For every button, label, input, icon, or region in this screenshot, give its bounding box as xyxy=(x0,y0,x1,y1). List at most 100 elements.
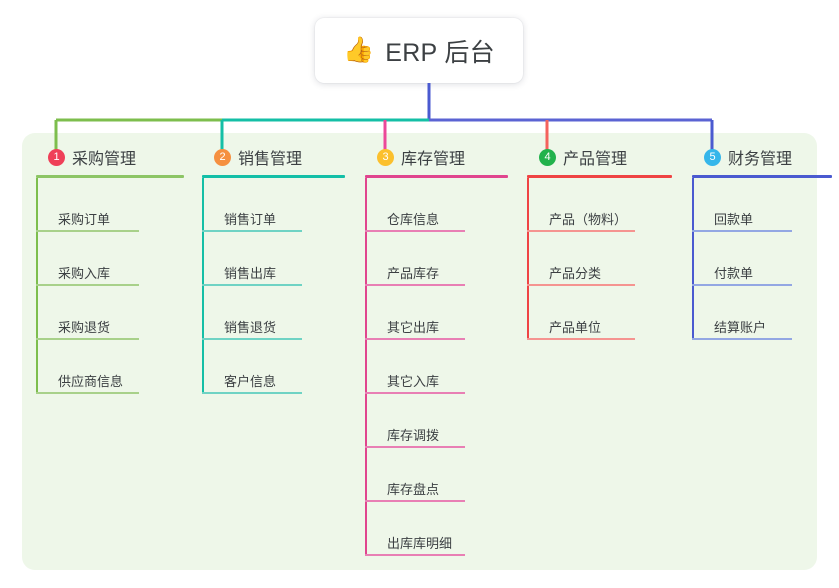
leaf-node-label: 产品库存 xyxy=(387,266,440,281)
branch-underline-5 xyxy=(692,175,832,178)
leaf-node-label: 销售出库 xyxy=(224,266,277,281)
leaf-node[interactable]: 产品库存 xyxy=(365,232,508,286)
leaf-node-label: 结算账户 xyxy=(714,320,767,335)
leaf-node-underline xyxy=(36,338,139,340)
branch-title-2: 销售管理 xyxy=(238,151,303,168)
leaf-node-label: 采购退货 xyxy=(58,320,111,335)
leaf-node-underline xyxy=(365,500,465,502)
branch-header-4[interactable]: 4 产品管理 xyxy=(527,146,672,168)
branch-badge-2: 2 xyxy=(214,148,231,166)
branch-spine-3 xyxy=(365,178,367,556)
leaf-node-label: 付款单 xyxy=(714,266,754,281)
leaf-node-underline xyxy=(527,338,635,340)
leaf-node-underline xyxy=(202,284,302,286)
leaf-node-underline xyxy=(692,230,792,232)
leaf-node-label: 销售订单 xyxy=(224,212,277,227)
branch-title-5: 财务管理 xyxy=(728,151,793,168)
leaf-node-label: 仓库信息 xyxy=(387,212,440,227)
branch-leaf-list-5: 回款单付款单结算账户 xyxy=(692,178,832,340)
branch-badge-3: 3 xyxy=(377,148,394,166)
leaf-node-label: 销售退货 xyxy=(224,320,277,335)
leaf-node-underline xyxy=(365,230,465,232)
branch-underline-1 xyxy=(36,175,184,178)
leaf-node-label: 其它入库 xyxy=(387,374,440,389)
leaf-node-underline xyxy=(202,392,302,394)
leaf-node-label: 回款单 xyxy=(714,212,754,227)
leaf-node[interactable]: 采购退货 xyxy=(36,286,184,340)
leaf-node-label: 产品分类 xyxy=(549,266,602,281)
branch-title-4: 产品管理 xyxy=(563,151,628,168)
branch-spine-4 xyxy=(527,178,529,340)
leaf-node-label: 采购订单 xyxy=(58,212,111,227)
branch-badge-1: 1 xyxy=(48,148,65,166)
leaf-node-label: 其它出库 xyxy=(387,320,440,335)
branch-spine-5 xyxy=(692,178,694,340)
leaf-node-underline xyxy=(365,392,465,394)
leaf-node-underline xyxy=(365,338,465,340)
leaf-node-label: 产品单位 xyxy=(549,320,602,335)
leaf-node[interactable]: 出库库明细 xyxy=(365,502,508,556)
branch-header-5[interactable]: 5 财务管理 xyxy=(692,146,832,168)
leaf-node[interactable]: 客户信息 xyxy=(202,340,345,394)
leaf-node[interactable]: 库存调拨 xyxy=(365,394,508,448)
leaf-node[interactable]: 采购订单 xyxy=(36,178,184,232)
leaf-node-underline xyxy=(202,338,302,340)
leaf-node-label: 采购入库 xyxy=(58,266,111,281)
leaf-node-underline xyxy=(365,554,465,556)
branch-header-1[interactable]: 1 采购管理 xyxy=(36,146,184,168)
branch-header-2[interactable]: 2 销售管理 xyxy=(202,146,345,168)
leaf-node-label: 库存调拨 xyxy=(387,428,440,443)
branch-column-1: 1 采购管理采购订单采购入库采购退货供应商信息 xyxy=(36,146,184,394)
branch-leaf-list-2: 销售订单销售出库销售退货客户信息 xyxy=(202,178,345,394)
branch-header-3[interactable]: 3 库存管理 xyxy=(365,146,508,168)
leaf-node-label: 库存盘点 xyxy=(387,482,440,497)
branch-underline-4 xyxy=(527,175,672,178)
branch-title-3: 库存管理 xyxy=(401,151,466,168)
thumbs-up-icon: 👍 xyxy=(343,36,375,64)
leaf-node-underline xyxy=(36,284,139,286)
leaf-node[interactable]: 采购入库 xyxy=(36,232,184,286)
root-node-card[interactable]: 👍 ERP 后台 xyxy=(315,18,523,83)
leaf-node[interactable]: 付款单 xyxy=(692,232,832,286)
leaf-node[interactable]: 库存盘点 xyxy=(365,448,508,502)
leaf-node-underline xyxy=(202,230,302,232)
branches-panel xyxy=(22,133,817,570)
branch-column-2: 2 销售管理销售订单销售出库销售退货客户信息 xyxy=(202,146,345,394)
branch-spine-1 xyxy=(36,178,38,394)
branch-column-5: 5 财务管理回款单付款单结算账户 xyxy=(692,146,832,340)
leaf-node[interactable]: 产品（物料） xyxy=(527,178,672,232)
branch-title-1: 采购管理 xyxy=(72,151,137,168)
leaf-node[interactable]: 销售出库 xyxy=(202,232,345,286)
leaf-node[interactable]: 仓库信息 xyxy=(365,178,508,232)
branch-underline-3 xyxy=(365,175,508,178)
leaf-node[interactable]: 其它出库 xyxy=(365,286,508,340)
branch-badge-5: 5 xyxy=(704,148,721,166)
branch-badge-4: 4 xyxy=(539,148,556,166)
leaf-node-underline xyxy=(365,284,465,286)
leaf-node-label: 供应商信息 xyxy=(58,374,124,389)
branch-leaf-list-1: 采购订单采购入库采购退货供应商信息 xyxy=(36,178,184,394)
leaf-node-underline xyxy=(527,284,635,286)
leaf-node[interactable]: 回款单 xyxy=(692,178,832,232)
branch-column-4: 4 产品管理产品（物料） 产品分类产品单位 xyxy=(527,146,672,340)
leaf-node-label: 客户信息 xyxy=(224,374,277,389)
root-node-title: ERP 后台 xyxy=(385,38,495,67)
branch-leaf-list-3: 仓库信息产品库存其它出库其它入库库存调拨库存盘点出库库明细 xyxy=(365,178,508,556)
leaf-node[interactable]: 销售退货 xyxy=(202,286,345,340)
leaf-node-underline xyxy=(692,338,792,340)
leaf-node[interactable]: 供应商信息 xyxy=(36,340,184,394)
branch-column-3: 3 库存管理仓库信息产品库存其它出库其它入库库存调拨库存盘点出库库明细 xyxy=(365,146,508,556)
leaf-node-underline xyxy=(365,446,465,448)
branch-leaf-list-4: 产品（物料） 产品分类产品单位 xyxy=(527,178,672,340)
leaf-node[interactable]: 产品单位 xyxy=(527,286,672,340)
leaf-node[interactable]: 结算账户 xyxy=(692,286,832,340)
leaf-node-underline xyxy=(527,230,635,232)
leaf-node-underline xyxy=(36,230,139,232)
leaf-node[interactable]: 产品分类 xyxy=(527,232,672,286)
leaf-node-underline xyxy=(692,284,792,286)
leaf-node-label: 产品（物料） xyxy=(549,212,628,227)
leaf-node[interactable]: 其它入库 xyxy=(365,340,508,394)
root-node-content: 👍 ERP 后台 xyxy=(343,33,495,69)
leaf-node[interactable]: 销售订单 xyxy=(202,178,345,232)
